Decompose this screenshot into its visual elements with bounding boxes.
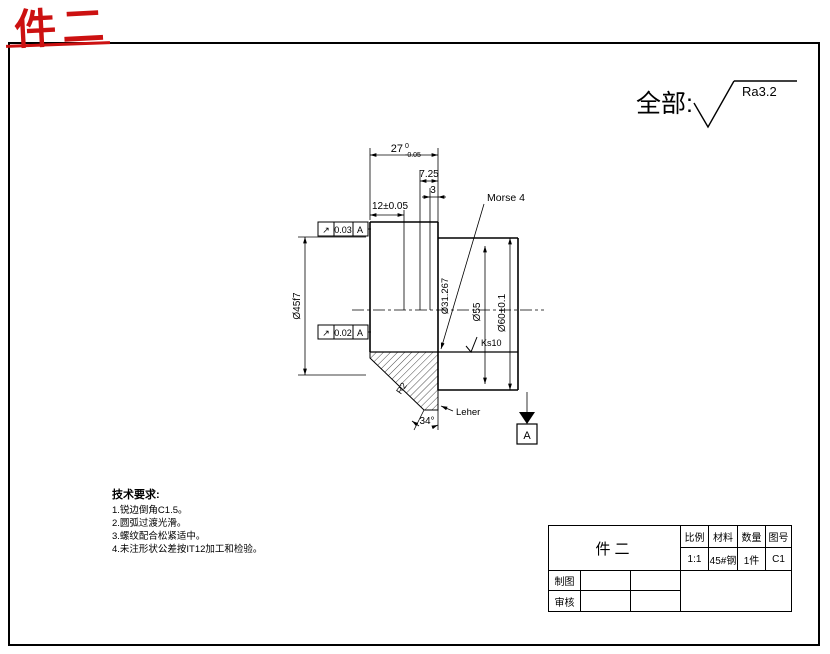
tech-requirement-item: 2.圆弧过渡光滑。 xyxy=(112,518,187,529)
fcf-bottom-datum: A xyxy=(357,328,363,338)
label-key-note: Ks10 xyxy=(481,338,502,348)
title-block-label-drafter: 制图 xyxy=(549,571,581,591)
fcf-top-datum: A xyxy=(357,225,363,235)
title-block-empty-cell xyxy=(631,591,681,611)
title-block-part-name: 件二 xyxy=(549,526,681,571)
title-block-empty-cell xyxy=(581,591,631,611)
fcf-perpendicularity-bottom xyxy=(317,324,369,340)
dim-angle: 34° xyxy=(419,416,434,427)
fcf-top-symbol: ↗ xyxy=(322,225,330,235)
dim-length-main: 27 xyxy=(391,143,403,155)
extension-lines xyxy=(298,148,528,431)
tech-requirement-item: 3.螺纹配合松紧适中。 xyxy=(112,531,206,542)
surface-roughness-note: 全部: Ra3.2 xyxy=(636,80,797,129)
dim-length-main-tol-upper: 0 xyxy=(405,143,409,150)
surface-note-prefix: 全部: xyxy=(636,90,693,118)
dim-length-bore: 12±0.05 xyxy=(372,201,409,212)
fcf-top-tolerance: 0.03 xyxy=(334,225,352,235)
title-block-value-drawing-no: C1 xyxy=(766,548,791,571)
label-morse-taper: Morse 4 xyxy=(487,192,525,204)
title-block-value-quantity: 1件 xyxy=(738,548,766,571)
dim-length-small: 3 xyxy=(430,185,436,196)
dim-dia-right: Ø60±0.1 xyxy=(497,293,508,332)
fcf-bottom-symbol: ↗ xyxy=(322,328,330,338)
dim-length-main-tol-lower: -0.05 xyxy=(405,152,421,159)
dim-length-taper: 7.25 xyxy=(419,169,439,180)
dim-dia-bore: Ø31.267 xyxy=(440,278,451,314)
datum-symbol: A xyxy=(516,412,538,445)
title-block-value-material: 45#钢 xyxy=(709,548,738,571)
title-block-header-quantity: 数量 xyxy=(738,526,766,548)
sheet-border xyxy=(8,42,820,646)
title-block-header-material: 材料 xyxy=(709,526,738,548)
title-block-value-scale: 1:1 xyxy=(681,548,709,571)
tech-requirements-title: 技术要求: xyxy=(112,489,160,501)
surface-mark-icon xyxy=(465,336,478,353)
title-block: 件二 比例 材料 数量 图号 1:1 45#钢 1件 C1 制图 审核 xyxy=(548,525,792,612)
part-number-stamp: 件二 xyxy=(12,1,112,54)
title-block-header-drawing-no: 图号 xyxy=(766,526,791,548)
surface-note-value: Ra3.2 xyxy=(742,84,777,99)
fcf-bottom-tolerance: 0.02 xyxy=(334,328,352,338)
label-hole-note: Leher xyxy=(456,407,480,418)
title-block-header-scale: 比例 xyxy=(681,526,709,548)
fcf-perpendicularity-top xyxy=(317,221,369,237)
dim-dia-inner: Ø55 xyxy=(472,302,483,321)
technical-requirements: 技术要求: 1.锐边倒角C1.5。 2.圆弧过渡光滑。 3.螺纹配合松紧适中。 … xyxy=(112,486,342,556)
part-outline xyxy=(369,221,519,391)
title-block-label-checker: 审核 xyxy=(549,591,581,611)
section-hatch xyxy=(369,351,439,411)
tech-requirement-item: 4.未注形状公差按IT12加工和检验。 xyxy=(112,544,263,555)
datum-letter: A xyxy=(523,430,531,442)
dimension-lines xyxy=(303,153,512,430)
title-block-empty-area xyxy=(681,571,791,611)
title-block-empty-cell xyxy=(631,571,681,591)
roughness-symbol-icon xyxy=(693,80,735,129)
title-block-empty-cell xyxy=(581,571,631,591)
tech-requirement-item: 1.锐边倒角C1.5。 xyxy=(112,505,188,516)
dim-dia-left: Ø45f7 xyxy=(292,292,303,320)
